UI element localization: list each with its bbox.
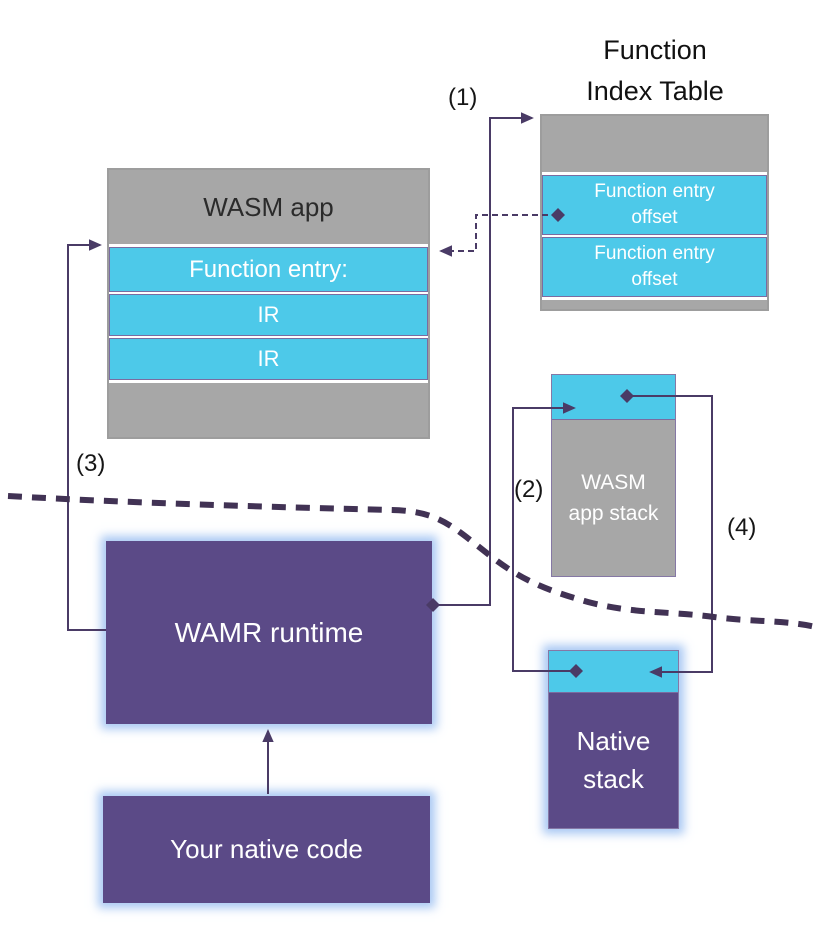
function-entry-offset-row-1: Function entry offset <box>542 175 767 235</box>
native-code-label: Your native code <box>170 834 363 864</box>
wasm-app-stack-top-bar <box>552 375 675 420</box>
native-stack-label-line2: stack <box>583 763 644 794</box>
native-stack-top-bar <box>549 651 678 693</box>
function-entry-offset-label-1: Function entry offset <box>594 181 715 228</box>
step-2-label: (2) <box>514 476 544 503</box>
function-index-table-title: Function Index Table <box>538 30 772 112</box>
wasm-app-box: WASM app Function entry: IR IR <box>107 168 430 439</box>
step-4-label: (4) <box>727 514 757 541</box>
function-entry-offset-row-2: Function entry offset <box>542 237 767 297</box>
wasm-app-stack-label-line1: WASM <box>581 470 646 494</box>
function-index-table-footer-block <box>542 300 767 309</box>
native-stack-label-line1: Native <box>576 725 651 756</box>
wasm-app-stack-body: WASM app stack <box>552 420 675 576</box>
wasm-app-stack-box: WASM app stack <box>551 374 676 577</box>
wasm-app-stack-label-line2: app stack <box>568 502 659 525</box>
wasm-app-footer-block <box>109 383 428 437</box>
wasm-app-ir-label-1: IR <box>257 302 280 327</box>
arrow-runtime-to-wasm-app <box>67 239 106 631</box>
wamr-runtime-box: WAMR runtime <box>106 541 432 724</box>
wasm-app-ir-label-2: IR <box>257 346 280 371</box>
wasm-app-function-entry-label: Function entry: <box>189 255 348 283</box>
native-code-box: Your native code <box>103 796 430 903</box>
native-stack-body: Native stack <box>549 693 678 828</box>
function-index-table-box: Function entry offset Function entry off… <box>540 114 769 311</box>
wasm-app-ir-row-2: IR <box>109 338 428 380</box>
wamr-runtime-label: WAMR runtime <box>174 616 364 648</box>
wasm-app-header-block: WASM app <box>109 170 428 244</box>
wasm-app-function-entry-row: Function entry: <box>109 247 428 292</box>
wasm-app-title: WASM app <box>203 191 334 222</box>
wasm-app-ir-row-1: IR <box>109 294 428 336</box>
function-index-table-header-block <box>542 116 767 172</box>
function-entry-offset-label-2: Function entry offset <box>594 243 715 290</box>
native-stack-box: Native stack <box>548 650 679 829</box>
step-3-label: (3) <box>76 450 106 477</box>
function-index-table-title-line1: Function <box>603 35 707 65</box>
function-index-table-title-line2: Index Table <box>586 76 724 106</box>
arrow-runtime-to-index-table <box>433 112 534 606</box>
step-1-label: (1) <box>448 84 478 111</box>
